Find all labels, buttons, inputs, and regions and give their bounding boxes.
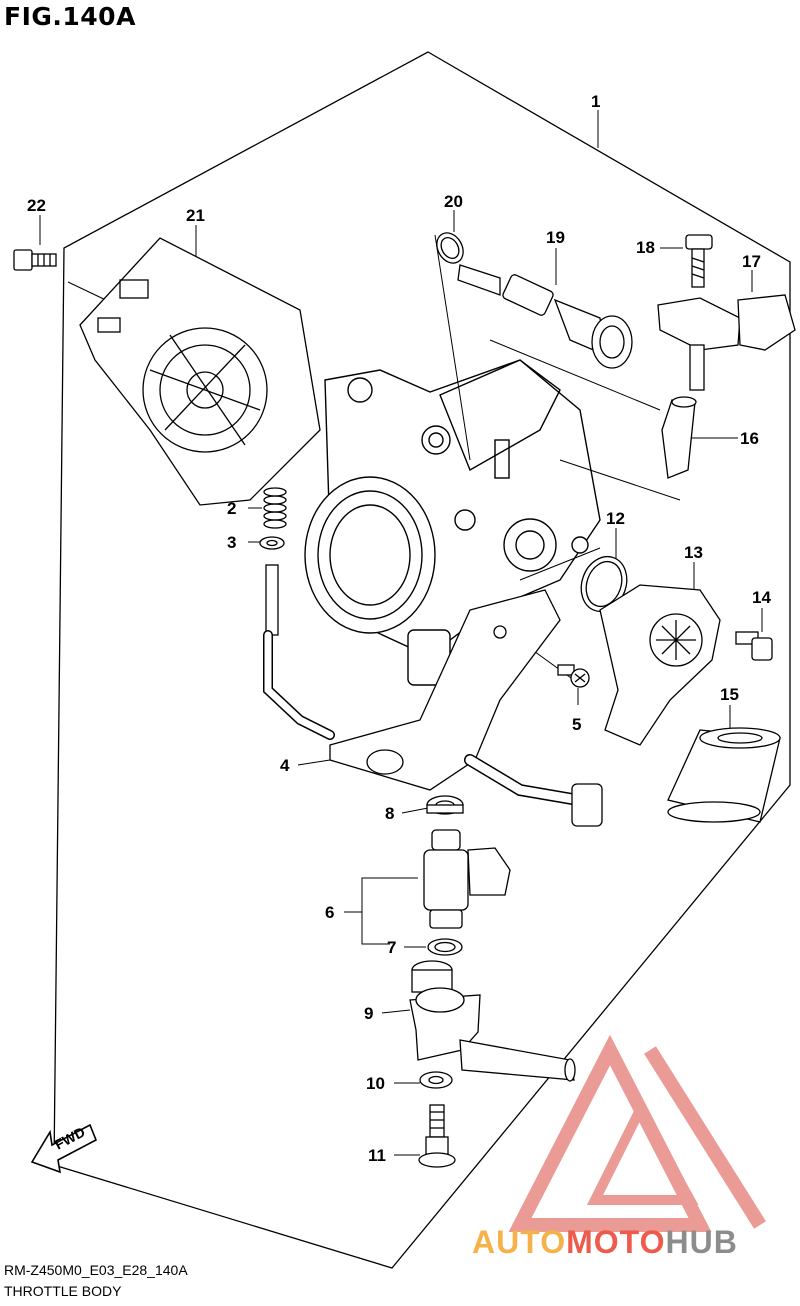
- callout-19: 19: [546, 228, 565, 247]
- callout-16: 16: [740, 429, 759, 448]
- part-4-bracket-pipe: [263, 564, 603, 827]
- part-9-holder: [409, 960, 576, 1082]
- part-13-tps: [599, 584, 721, 746]
- callout-11: 11: [368, 1146, 386, 1165]
- callout-9: 9: [364, 1004, 373, 1023]
- callout-15: 15: [720, 685, 739, 704]
- callout-18: 18: [636, 238, 655, 257]
- part-17-map-sensor: [657, 294, 796, 391]
- callout-3: 3: [227, 533, 236, 552]
- fwd-arrow-icon: FWD: [30, 1124, 98, 1174]
- callout-17: 17: [742, 252, 761, 271]
- callout-13: 13: [684, 543, 703, 562]
- callout-20: 20: [444, 192, 463, 211]
- diagram-caption: THROTTLE BODY: [4, 1283, 122, 1299]
- callout-12: 12: [606, 509, 625, 528]
- callout-7: 7: [387, 938, 396, 957]
- part-21-cover: [79, 237, 321, 506]
- callout-2: 2: [227, 499, 236, 518]
- part-2-spring: [263, 487, 287, 529]
- part-3-washer: [259, 536, 285, 550]
- part-5-screw: [557, 664, 590, 688]
- callout-22: 22: [27, 196, 46, 215]
- part-19-sensor: [457, 264, 633, 369]
- drawing-code: RM-Z450M0_E03_E28_140A: [4, 1262, 188, 1278]
- callout-8: 8: [385, 804, 394, 823]
- callout-10: 10: [366, 1074, 385, 1093]
- part-18-screw: [685, 234, 713, 288]
- part-11-bolt: [418, 1104, 456, 1168]
- part-15-filter: [667, 727, 781, 823]
- callout-1: 1: [591, 92, 600, 111]
- part-6-injector: [423, 829, 511, 929]
- callout-4: 4: [280, 756, 290, 775]
- part-14-screw: [735, 631, 773, 661]
- part-12-o-ring: [580, 555, 628, 613]
- throttle-body: [304, 359, 601, 686]
- callout-14: 14: [752, 588, 771, 607]
- part-10-washer: [419, 1071, 453, 1089]
- part-20-o-ring: [436, 232, 464, 264]
- watermark-hub: HUB: [665, 1224, 738, 1260]
- watermark-text: AUTOMOTOHUB: [472, 1224, 738, 1261]
- figure-title: FIG.140A: [4, 2, 136, 31]
- watermark-logo-icon: [508, 1034, 766, 1232]
- callout-21: 21: [186, 206, 205, 225]
- part-8-seal: [426, 795, 464, 815]
- part-22-bolt: [13, 249, 57, 271]
- callout-labels: 1 2 3 4 5 6 7 8 9 10 11 12 13 14 15 16 1…: [27, 92, 771, 1165]
- watermark-auto: AUTO: [472, 1224, 567, 1260]
- leader-lines: [39, 110, 763, 1156]
- assembly-outline: [53, 51, 791, 1269]
- callout-6: 6: [325, 903, 334, 922]
- part-16-hose: [661, 396, 697, 479]
- watermark-moto: MOTO: [566, 1224, 666, 1260]
- part-7-o-ring: [427, 938, 463, 956]
- callout-5: 5: [572, 715, 581, 734]
